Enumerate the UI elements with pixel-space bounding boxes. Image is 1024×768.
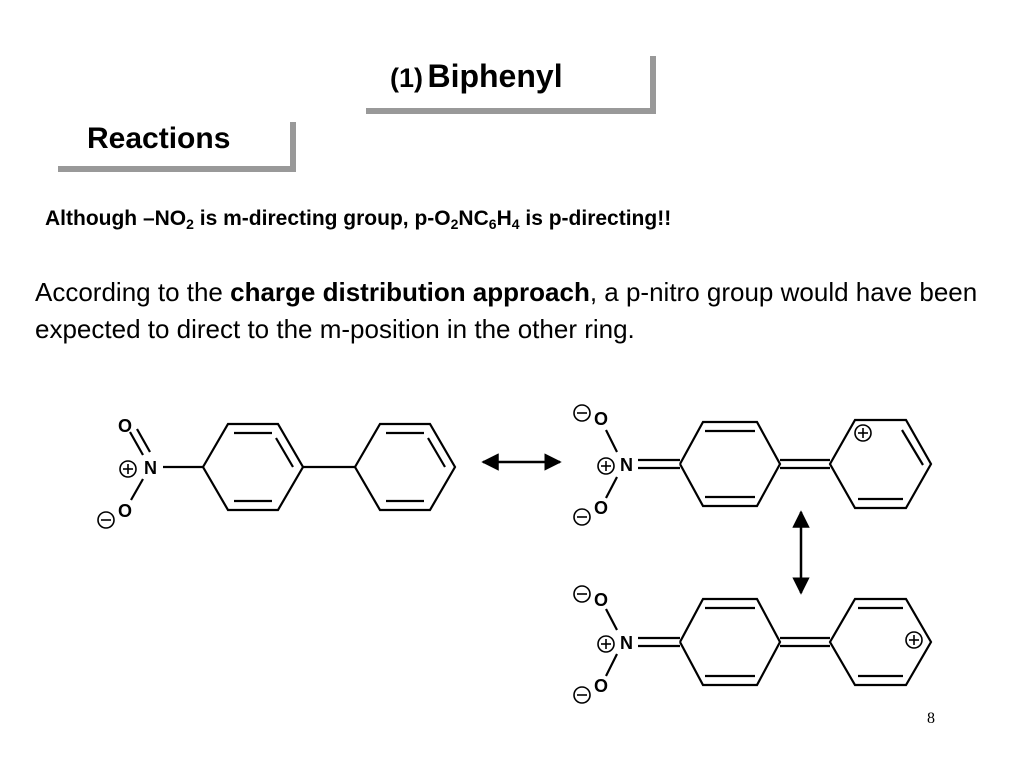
structure-resonance-para xyxy=(605,597,933,687)
note-text-5: is p-directing!! xyxy=(519,207,672,230)
note-sub-1: 2 xyxy=(186,216,194,232)
ring-1 xyxy=(201,422,305,512)
ring-2 xyxy=(353,422,457,512)
s3-minus-top-icon xyxy=(573,585,591,603)
s1-O-bottom: O xyxy=(118,501,132,521)
s3-N: N xyxy=(620,633,633,653)
note-text-3: NC xyxy=(458,207,489,230)
s2-plus-N-icon xyxy=(597,457,615,475)
s1-O-top: O xyxy=(118,416,132,436)
page-number: 8 xyxy=(927,710,935,727)
section-heading: Reactions xyxy=(87,122,231,155)
s2-N: N xyxy=(620,455,633,475)
structure-resonance-ortho xyxy=(605,418,933,510)
s2-O-bottom: O xyxy=(594,498,608,518)
s3-plus-ring-icon xyxy=(905,631,923,649)
s1-plus-icon xyxy=(119,460,137,478)
slide-title: (1) Biphenyl xyxy=(390,58,563,95)
structure-nitrobiphenyl xyxy=(129,422,457,512)
s2-minus-bottom-icon xyxy=(573,508,591,526)
title-number: (1) xyxy=(390,63,423,93)
s1-minus-icon xyxy=(97,511,115,529)
note-text-2: is m-directing group, p-O xyxy=(193,207,451,230)
s3-O-top: O xyxy=(594,590,608,610)
s3-minus-bottom-icon xyxy=(573,686,591,704)
para-post: , a p-nitro group would have been expect… xyxy=(35,277,978,344)
para-bold: charge distribution approach xyxy=(230,277,590,307)
note-sub-3: 6 xyxy=(488,216,497,232)
s3-O-bottom: O xyxy=(594,676,608,696)
note-sub-2: 2 xyxy=(450,216,459,232)
s2-minus-top-icon xyxy=(573,404,591,422)
s3-plus-N-icon xyxy=(597,635,615,653)
section-frame xyxy=(58,122,296,172)
s2-plus-ring-icon xyxy=(854,424,872,442)
body-paragraph: According to the charge distribution app… xyxy=(35,274,1015,348)
note-text-4: H xyxy=(496,207,512,230)
title-frame xyxy=(366,56,656,114)
title-label: Biphenyl xyxy=(427,58,563,94)
note-sub-4: 4 xyxy=(511,216,520,232)
para-pre: According to the xyxy=(35,277,231,307)
s2-O-top: O xyxy=(594,409,608,429)
s1-N: N xyxy=(144,458,157,478)
highlight-note: Although –NO2 is m-directing group, p-O2… xyxy=(45,207,671,232)
note-text-1: Although –NO xyxy=(45,207,187,230)
